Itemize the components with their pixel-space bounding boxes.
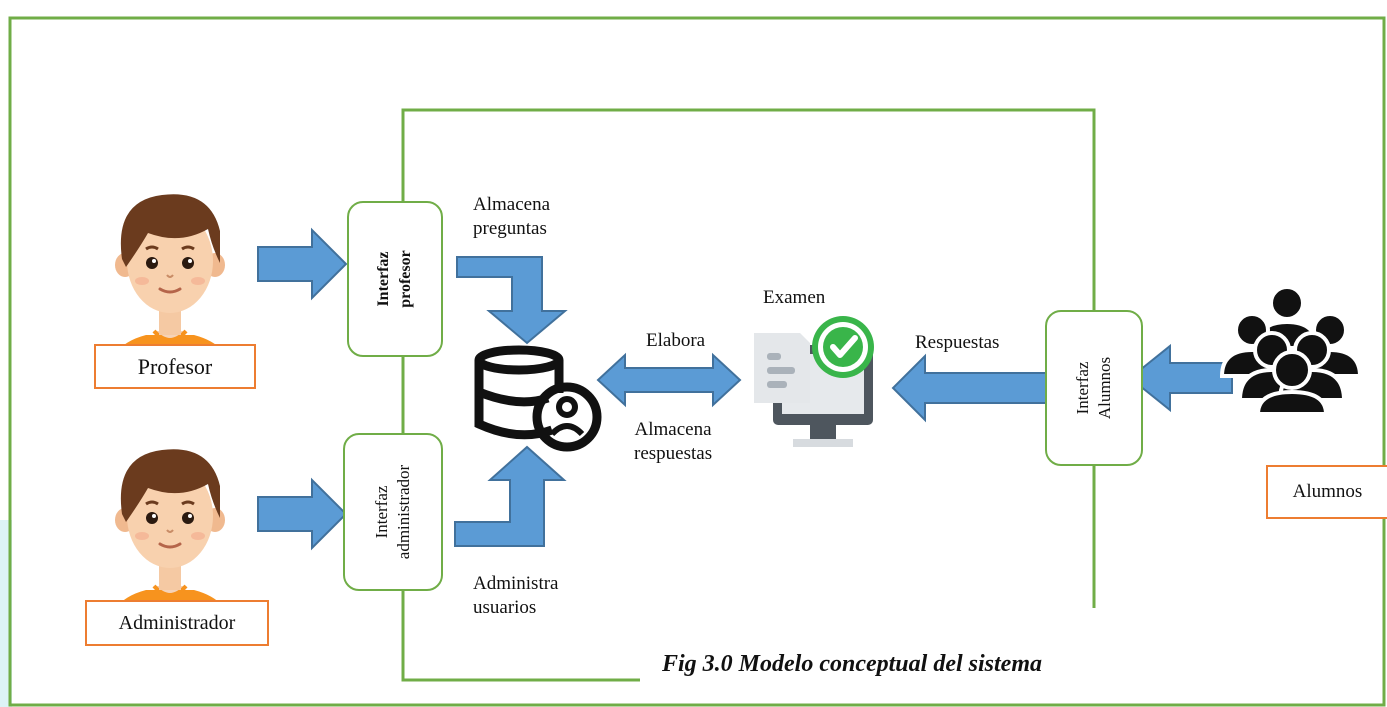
arrow-elabora-bidirectional [596,352,742,408]
outer-frame [8,16,1386,707]
exam-monitor-check-icon [754,316,874,447]
almacena-respuestas-line1: Almacena [634,419,712,440]
almacena-preguntas-line2: preguntas [473,218,547,239]
alumnos-box: Alumnos [1266,465,1387,519]
interfaz-alumnos-line1: Interfaz [1073,361,1092,415]
arrow-profesor-to-interfaz [257,227,348,301]
inner-frame [401,108,1096,682]
almacena-preguntas-label: Almacena preguntas [473,193,550,241]
arrow-administrador-to-interfaz [257,477,348,551]
interfaz-alumnos-label: Interfaz Alumnos [1072,357,1116,419]
interfaz-alumnos-line2: Alumnos [1095,356,1114,420]
arrow-alumnos-to-examen [891,353,1047,423]
elabora-label: Elabora [646,330,706,351]
group-icon [1219,285,1363,416]
figure-caption: Fig 3.0 Modelo conceptual del sistema [662,651,1042,677]
interfaz-administrador-line2: administrador [394,464,413,560]
profesor-box: Profesor [94,344,256,389]
interfaz-alumnos-box: Interfaz Alumnos [1045,310,1143,466]
interfaz-administrador-line1: Interfaz [372,485,391,539]
almacena-respuestas-label: Almacena respuestas [634,418,712,466]
arrow-group-to-interfaz-alumnos [1128,343,1233,413]
almacena-preguntas-line1: Almacena [473,194,551,215]
interfaz-administrador-box: Interfaz administrador [343,433,443,591]
interfaz-profesor-line2: profesor [397,250,414,308]
interfaz-profesor-label: Interfaz profesor [373,250,417,307]
administra-usuarios-label: Administra usuarios [473,572,559,620]
respuestas-label: Respuestas [915,332,1000,353]
arrow-interfaz-profesor-to-database [456,256,568,345]
interfaz-profesor-line1: Interfaz [375,251,392,307]
arrow-interfaz-administrador-to-database [454,445,567,547]
interfaz-profesor-box: Interfaz profesor [347,201,443,357]
interfaz-administrador-label: Interfaz administrador [371,465,415,559]
examen-label: Examen [763,287,826,308]
almacena-respuestas-line2: respuestas [634,443,713,464]
administra-usuarios-line2: usuarios [473,597,537,618]
administra-usuarios-line1: Administra [473,573,559,594]
database-user-icon [474,345,602,452]
administrador-box: Administrador [85,600,269,646]
